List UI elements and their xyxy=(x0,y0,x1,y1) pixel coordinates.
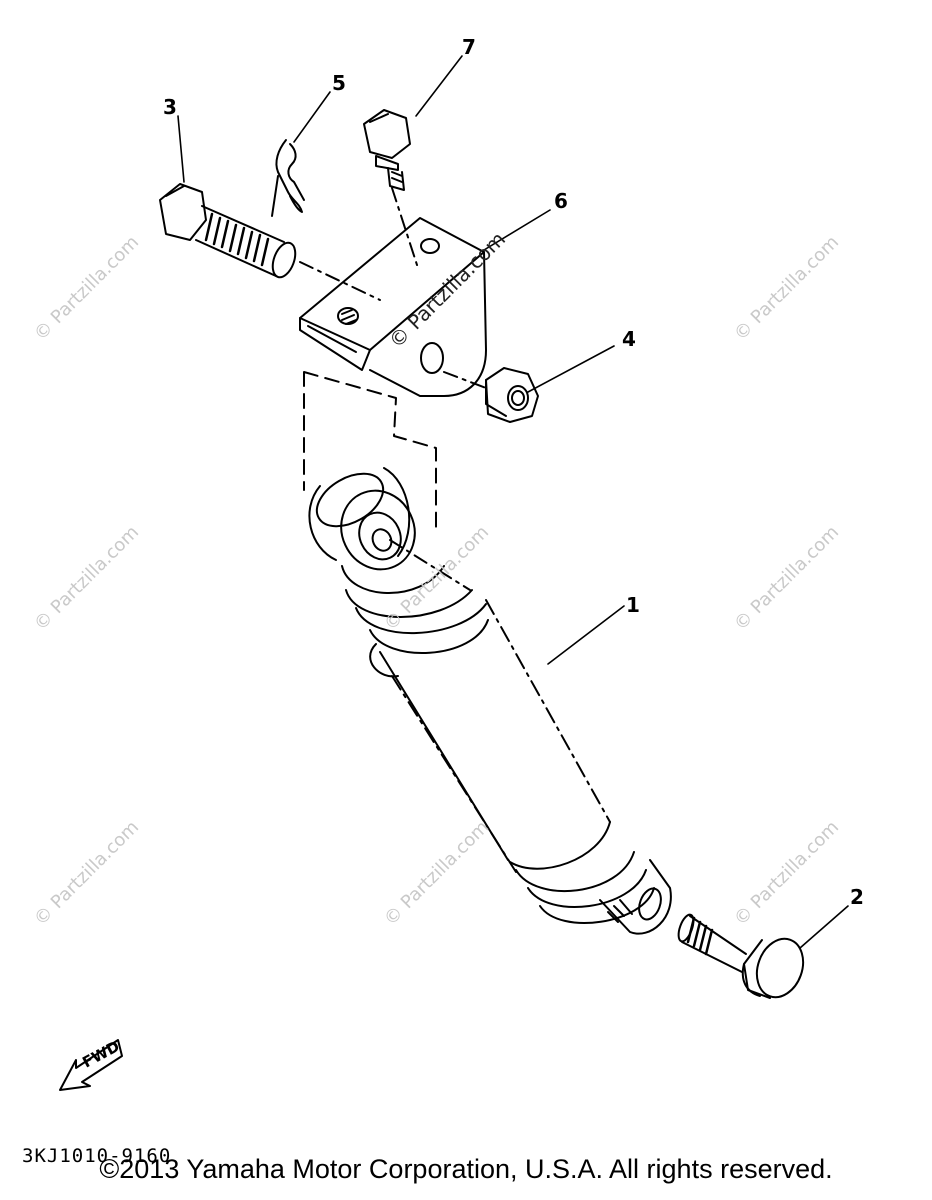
bolt-part-3 xyxy=(159,183,297,279)
callout-6: 6 xyxy=(554,189,568,213)
bracket-part-6 xyxy=(299,217,487,397)
bolt-part-7 xyxy=(363,109,411,191)
callout-5: 5 xyxy=(332,71,346,95)
callout-3: 3 xyxy=(163,95,177,119)
shock-absorber-part-1 xyxy=(303,371,672,935)
callout-2: 2 xyxy=(850,885,864,909)
callout-1: 1 xyxy=(626,593,640,617)
nut-part-4 xyxy=(485,367,539,423)
assembly-centerlines xyxy=(299,187,487,591)
cotter-pin-part-5 xyxy=(271,139,305,217)
parts-diagram: FWD 3 5 7 6 4 1 2 xyxy=(59,35,864,1091)
callout-leaders xyxy=(177,55,849,949)
callout-7: 7 xyxy=(462,35,476,59)
fwd-direction-arrow: FWD xyxy=(59,1037,123,1091)
copyright-notice: ©2013 Yamaha Motor Corporation, U.S.A. A… xyxy=(99,1154,833,1184)
bolt-part-2 xyxy=(677,913,805,999)
callout-4: 4 xyxy=(622,327,636,351)
diagram-code: 3KJ1010-9160 xyxy=(22,1145,172,1167)
